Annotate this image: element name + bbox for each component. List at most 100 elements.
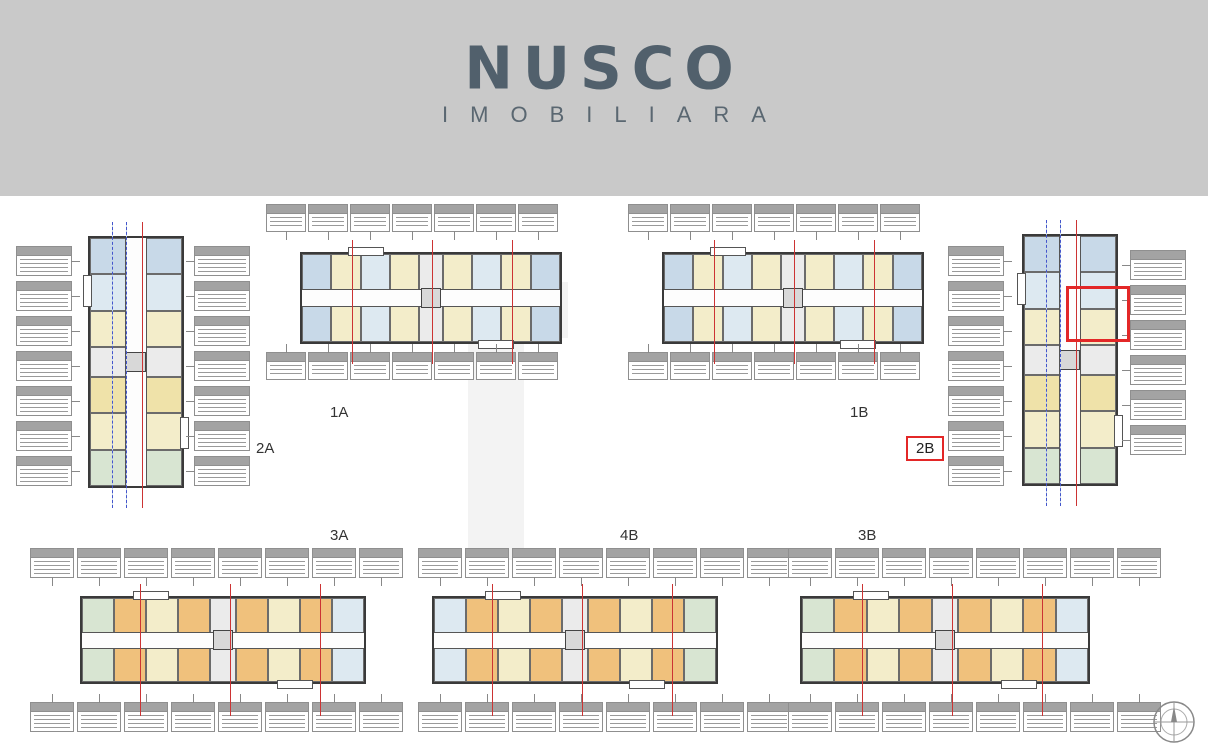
unit-label-card[interactable] — [606, 548, 650, 586]
unit-label-card[interactable] — [266, 204, 306, 240]
unit-label-card[interactable] — [16, 421, 80, 451]
unit-label-card[interactable] — [16, 316, 80, 346]
unit-label-card[interactable] — [186, 386, 250, 416]
unit-label-card[interactable] — [882, 548, 926, 586]
unit-label-card[interactable] — [1023, 694, 1067, 732]
unit-label-card[interactable] — [434, 204, 474, 240]
unit-label-card[interactable] — [308, 204, 348, 240]
unit-label-card[interactable] — [465, 694, 509, 732]
unit-label-card[interactable] — [1070, 548, 1114, 586]
floor-plan-1a[interactable] — [300, 247, 562, 349]
unit-label-card[interactable] — [670, 204, 710, 240]
unit-label-card[interactable] — [948, 246, 1012, 276]
unit-label-card[interactable] — [1117, 694, 1161, 732]
unit-label-card[interactable] — [882, 694, 926, 732]
unit-label-card[interactable] — [1122, 390, 1186, 420]
unit-label-card[interactable] — [218, 548, 262, 586]
unit-label-card[interactable] — [30, 548, 74, 586]
unit-label-card[interactable] — [796, 204, 836, 240]
unit-label-card[interactable] — [312, 694, 356, 732]
unit-label-card[interactable] — [186, 246, 250, 276]
unit-label-card[interactable] — [476, 204, 516, 240]
floor-plan-1b[interactable] — [662, 247, 924, 349]
unit-label-card[interactable] — [1122, 425, 1186, 455]
unit-label-card[interactable] — [880, 204, 920, 240]
unit-label-card[interactable] — [838, 204, 878, 240]
unit-label-card[interactable] — [948, 281, 1012, 311]
unit-label-card[interactable] — [712, 204, 752, 240]
unit-label-card[interactable] — [653, 694, 697, 732]
unit-label-card[interactable] — [670, 344, 710, 380]
unit-label-card[interactable] — [266, 344, 306, 380]
unit-label-card[interactable] — [518, 344, 558, 380]
unit-label-card[interactable] — [948, 351, 1012, 381]
unit-label-card[interactable] — [434, 344, 474, 380]
unit-label-card[interactable] — [512, 548, 556, 586]
unit-label-card[interactable] — [476, 344, 516, 380]
unit-label-card[interactable] — [559, 694, 603, 732]
unit-label-card[interactable] — [171, 694, 215, 732]
unit-label-card[interactable] — [835, 694, 879, 732]
unit-label-card[interactable] — [1070, 694, 1114, 732]
unit-label-card[interactable] — [265, 694, 309, 732]
unit-label-card[interactable] — [77, 548, 121, 586]
unit-label-card[interactable] — [218, 694, 262, 732]
unit-label-card[interactable] — [418, 694, 462, 732]
unit-label-card[interactable] — [518, 204, 558, 240]
unit-label-card[interactable] — [948, 421, 1012, 451]
unit-label-card[interactable] — [948, 386, 1012, 416]
unit-label-card[interactable] — [929, 694, 973, 732]
unit-label-card[interactable] — [559, 548, 603, 586]
unit-label-card[interactable] — [312, 548, 356, 586]
unit-label-card[interactable] — [976, 548, 1020, 586]
floor-plan-2b[interactable] — [1017, 234, 1123, 486]
unit-label-card[interactable] — [392, 204, 432, 240]
unit-label-card[interactable] — [392, 344, 432, 380]
unit-label-card[interactable] — [835, 548, 879, 586]
unit-label-card[interactable] — [628, 204, 668, 240]
unit-label-card[interactable] — [359, 694, 403, 732]
unit-label-card[interactable] — [700, 548, 744, 586]
unit-label-card[interactable] — [948, 456, 1012, 486]
unit-label-card[interactable] — [30, 694, 74, 732]
unit-label-card[interactable] — [350, 204, 390, 240]
unit-label-card[interactable] — [512, 694, 556, 732]
unit-label-card[interactable] — [788, 694, 832, 732]
unit-label-card[interactable] — [700, 694, 744, 732]
unit-label-card[interactable] — [747, 548, 791, 586]
unit-label-card[interactable] — [265, 548, 309, 586]
unit-label-card[interactable] — [747, 694, 791, 732]
unit-label-card[interactable] — [1122, 320, 1186, 350]
unit-label-card[interactable] — [929, 548, 973, 586]
unit-label-card[interactable] — [350, 344, 390, 380]
floor-plan-2a[interactable] — [83, 236, 189, 488]
unit-label-card[interactable] — [948, 316, 1012, 346]
unit-label-card[interactable] — [1122, 250, 1186, 280]
unit-label-card[interactable] — [796, 344, 836, 380]
unit-label-card[interactable] — [838, 344, 878, 380]
unit-label-card[interactable] — [124, 694, 168, 732]
unit-label-card[interactable] — [628, 344, 668, 380]
floor-plan-3a[interactable] — [80, 591, 366, 689]
unit-label-card[interactable] — [1117, 548, 1161, 586]
unit-label-card[interactable] — [16, 351, 80, 381]
unit-label-card[interactable] — [1122, 285, 1186, 315]
floor-plan-4b[interactable] — [432, 591, 718, 689]
unit-label-card[interactable] — [754, 204, 794, 240]
unit-label-card[interactable] — [16, 456, 80, 486]
unit-label-card[interactable] — [359, 548, 403, 586]
unit-label-card[interactable] — [606, 694, 650, 732]
unit-label-card[interactable] — [186, 281, 250, 311]
unit-label-card[interactable] — [16, 281, 80, 311]
unit-label-card[interactable] — [77, 694, 121, 732]
unit-label-card[interactable] — [788, 548, 832, 586]
unit-label-card[interactable] — [465, 548, 509, 586]
unit-label-card[interactable] — [418, 548, 462, 586]
unit-label-card[interactable] — [754, 344, 794, 380]
unit-label-card[interactable] — [186, 456, 250, 486]
unit-label-card[interactable] — [308, 344, 348, 380]
floor-plan-3b[interactable] — [800, 591, 1090, 689]
unit-label-card[interactable] — [16, 386, 80, 416]
unit-label-card[interactable] — [171, 548, 215, 586]
unit-label-card[interactable] — [653, 548, 697, 586]
